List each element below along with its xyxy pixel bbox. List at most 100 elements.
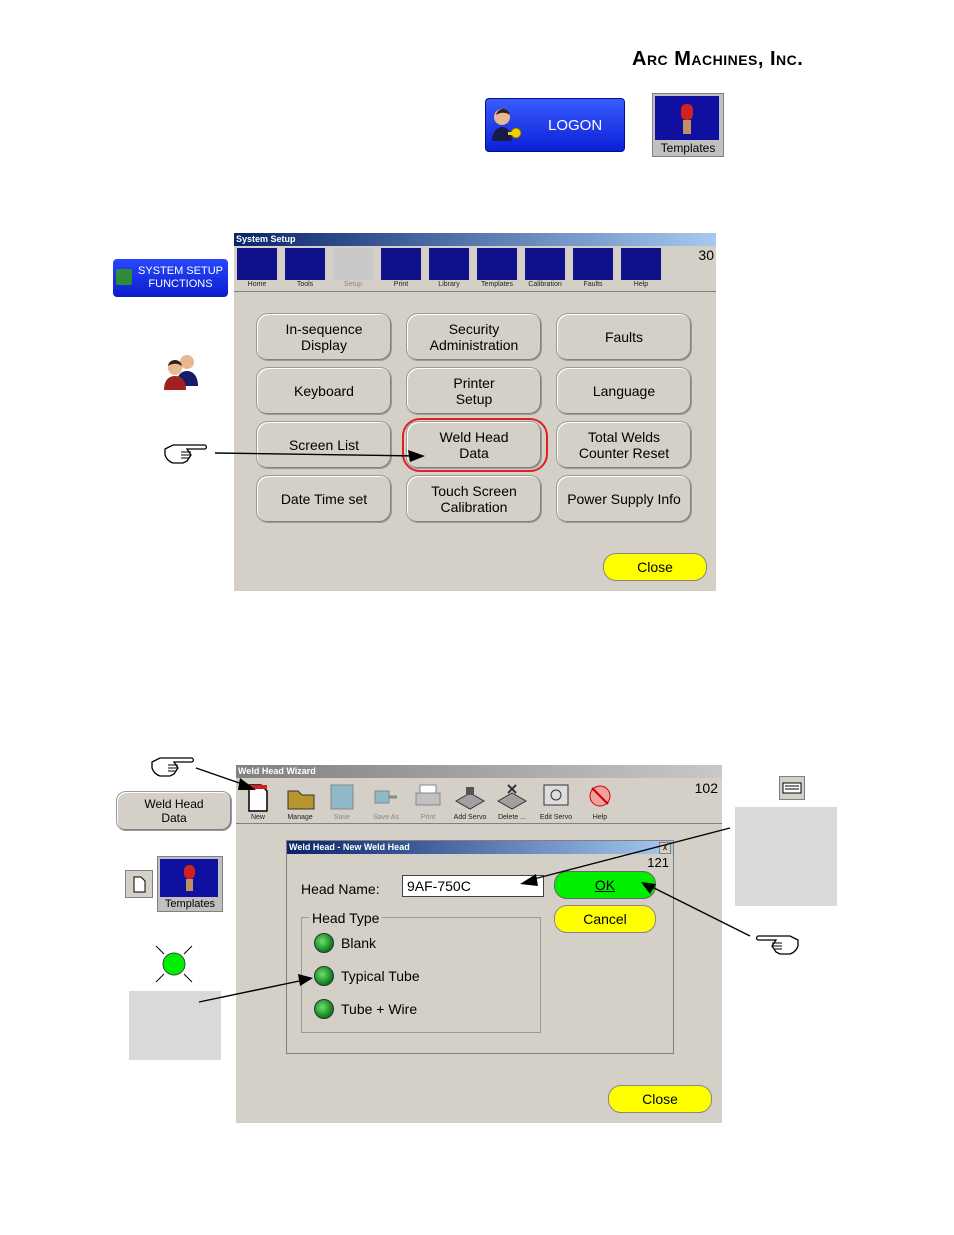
faults-icon [573, 248, 613, 280]
dialog-close-button[interactable]: x [659, 842, 671, 854]
toolbar-library[interactable]: Library [427, 248, 471, 290]
screen-list-button[interactable]: Screen List [256, 421, 392, 469]
radio-typical-tube[interactable] [314, 966, 334, 986]
screen-number: 30 [698, 247, 714, 263]
toolbar-print[interactable]: Print [406, 781, 450, 823]
new-weld-head-dialog: Weld Head - New Weld Head x 121 Head Nam… [286, 840, 674, 1054]
save-as-icon [366, 781, 406, 813]
templates-icon [184, 865, 195, 891]
window-title: System Setup [234, 233, 716, 246]
dialog-screen-number: 121 [647, 855, 669, 870]
library-icon [429, 248, 469, 280]
note-box [735, 807, 837, 906]
toolbar-delete[interactable]: Delete ... [490, 781, 534, 823]
weld-head-data-button[interactable]: Weld Head Data [406, 421, 542, 469]
power-supply-info-button[interactable]: Power Supply Info [556, 475, 692, 523]
head-type-group [301, 917, 541, 1033]
close-button[interactable]: Close [608, 1085, 712, 1113]
total-welds-counter-reset-button[interactable]: Total Welds Counter Reset [556, 421, 692, 469]
date-time-set-button[interactable]: Date Time set [256, 475, 392, 523]
toolbar-edit-servo[interactable]: Edit Servo [534, 781, 578, 823]
users-icon [164, 355, 198, 390]
keyboard-button[interactable] [779, 776, 805, 800]
option-label-typical-tube: Typical Tube [341, 968, 420, 984]
edit-servo-icon [536, 781, 576, 813]
home-icon [237, 248, 277, 280]
toolbar-help[interactable]: Help [578, 781, 622, 823]
screen-number: 102 [694, 780, 718, 796]
templates-icon [681, 104, 693, 134]
pointing-hand-icon [151, 757, 195, 777]
setup-icon [333, 248, 373, 280]
note-box [129, 991, 221, 1060]
keyboard-icon [782, 782, 802, 794]
toolbar-templates[interactable]: Templates [475, 248, 519, 290]
system-setup-functions-label: SYSTEM SETUP FUNCTIONS [138, 265, 223, 290]
setup-icon [116, 269, 132, 285]
radio-blank[interactable] [314, 933, 334, 953]
new-file-icon [238, 781, 278, 813]
toolbar-setup[interactable]: Setup [331, 248, 375, 290]
option-label-tube-wire: Tube + Wire [341, 1001, 418, 1017]
toolbar-divider [234, 291, 716, 292]
tools-icon [285, 248, 325, 280]
toolbar-save[interactable]: Save [320, 781, 364, 823]
faults-button[interactable]: Faults [556, 313, 692, 361]
printer-icon [381, 248, 421, 280]
head-name-input[interactable] [402, 875, 544, 897]
cancel-button[interactable]: Cancel [554, 905, 656, 933]
language-button[interactable]: Language [556, 367, 692, 415]
highlight-circle [402, 418, 548, 472]
toolbar-tools[interactable]: Tools [283, 248, 327, 290]
toolbar-save-as[interactable]: Save As [364, 781, 408, 823]
arrow-pointer [214, 450, 425, 462]
templates-button[interactable]: Templates [652, 93, 724, 157]
radio-tube-wire[interactable] [314, 999, 334, 1019]
manage-icon [280, 781, 320, 813]
toolbar-new[interactable]: New [236, 781, 280, 823]
toolbar-manage[interactable]: Manage [278, 781, 322, 823]
new-file-button[interactable] [125, 870, 153, 898]
dialog-title: Weld Head - New Weld Head [287, 841, 673, 854]
option-label-blank: Blank [341, 935, 377, 951]
keyboard-button[interactable]: Keyboard [256, 367, 392, 415]
toolbar-home[interactable]: Home [235, 248, 279, 290]
toolbar-help[interactable]: Help [619, 248, 663, 290]
green-indicator-icon [155, 945, 193, 983]
weld-head-data-side-button[interactable]: Weld Head Data [116, 791, 232, 831]
ok-button[interactable]: OK [554, 871, 656, 899]
toolbar-divider [236, 823, 722, 824]
close-button[interactable]: Close [603, 553, 707, 581]
pointing-hand-icon [164, 444, 208, 464]
company-name: Arc Machines, Inc. [632, 48, 804, 70]
in-sequence-display-button[interactable]: In-sequence Display [256, 313, 392, 361]
toolbar-print[interactable]: Print [379, 248, 423, 290]
printer-icon [408, 781, 448, 813]
touch-screen-calibration-button[interactable]: Touch Screen Calibration [406, 475, 542, 523]
help-icon [621, 248, 661, 280]
security-administration-button[interactable]: Security Administration [406, 313, 542, 361]
templates-label: Templates [660, 141, 716, 155]
window-title: Weld Head Wizard [236, 765, 722, 778]
head-name-label: Head Name: [301, 881, 380, 897]
pointing-hand-icon [755, 935, 799, 955]
new-file-icon [133, 876, 146, 893]
templates-button-small[interactable]: Templates [157, 856, 223, 912]
system-setup-functions-button[interactable]: SYSTEM SETUP FUNCTIONS [113, 259, 228, 297]
toolbar-add-servo[interactable]: Add Servo [448, 781, 492, 823]
help-icon [580, 781, 620, 813]
head-type-label: Head Type [309, 910, 383, 926]
logon-label: LOGON [548, 116, 603, 134]
logon-button[interactable]: LOGON [485, 98, 625, 152]
templates-label: Templates [164, 898, 216, 910]
printer-setup-button[interactable]: Printer Setup [406, 367, 542, 415]
toolbar-faults[interactable]: Faults [571, 248, 615, 290]
add-servo-icon [450, 781, 490, 813]
templates-icon [477, 248, 517, 280]
delete-icon [492, 781, 532, 813]
toolbar-calibration[interactable]: Calibration [523, 248, 567, 290]
calibration-icon [525, 248, 565, 280]
user-key-icon [492, 109, 522, 141]
system-setup-window: System Setup 30 Home Tools Setup Print L… [234, 233, 716, 591]
save-icon [322, 781, 362, 813]
